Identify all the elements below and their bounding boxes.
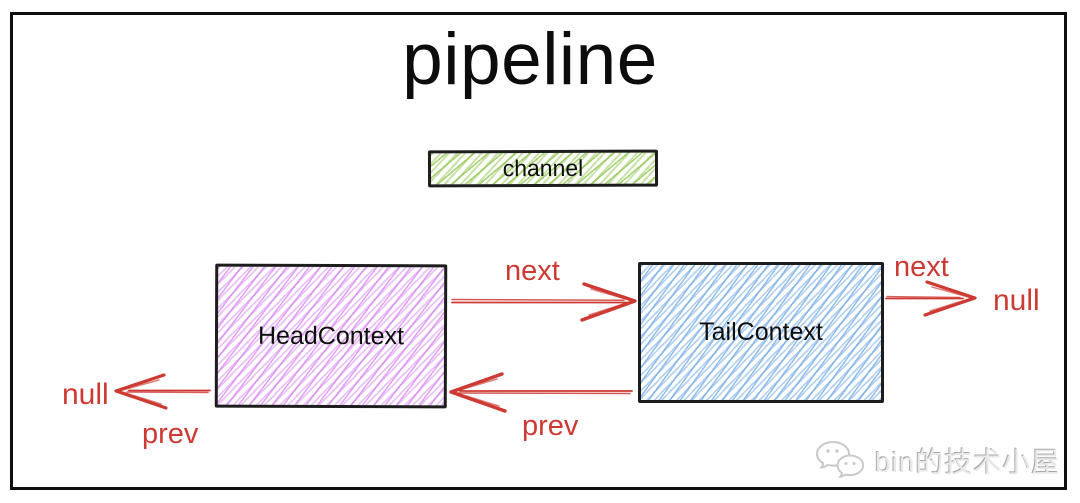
- edge-label-next-right: next: [894, 251, 949, 283]
- watermark-text: bin的技术小屋: [875, 447, 1061, 478]
- edge-label-prev-mid: prev: [522, 410, 579, 442]
- terminal-null-right: null: [993, 284, 1040, 317]
- tail-context-label: TailContext: [699, 318, 823, 346]
- head-context-label: HeadContext: [257, 321, 405, 350]
- wechat-icon: [815, 440, 865, 478]
- outer-frame: [10, 12, 1067, 490]
- edge-label-prev-left: prev: [142, 418, 199, 450]
- watermark: bin的技术小屋: [814, 438, 1060, 484]
- terminal-null-left: null: [62, 378, 109, 411]
- edge-label-next-mid: next: [505, 255, 560, 287]
- diagram-title: pipeline: [402, 19, 658, 100]
- channel-box: channel: [427, 149, 659, 188]
- node-head-context: HeadContext: [214, 263, 448, 409]
- node-tail-context: TailContext: [638, 262, 884, 403]
- channel-label: channel: [502, 154, 584, 182]
